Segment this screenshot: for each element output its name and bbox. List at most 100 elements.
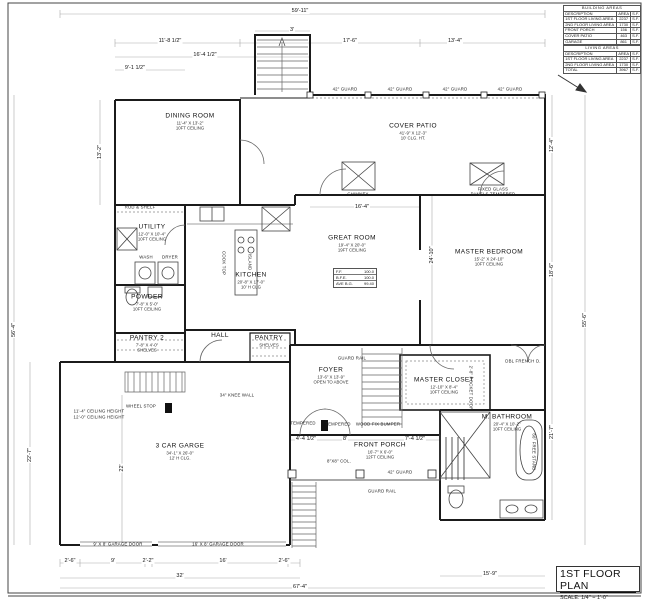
annotation-42-guard: 42" GUARD: [442, 86, 468, 92]
annotation-wheel-stop: WHEEL STOP: [126, 403, 156, 409]
room-dims: 11'-4" X 13'-2": [176, 120, 204, 126]
plan-scale: SCALE: 1/4" = 1'-0": [560, 595, 608, 600]
level-row: F.F.100.0: [334, 269, 376, 276]
room-note: 10FT CEILING: [132, 307, 162, 313]
room-name: COVER PATIO: [389, 122, 437, 130]
dimension-16-4-1-2: 16'-4 1/2": [192, 52, 218, 58]
room-note: 10FT CEILING: [492, 427, 522, 433]
room-dims: 12'-0" X 10'-4": [138, 231, 166, 237]
room-dims: 34'-1" X 26'-0": [166, 450, 194, 456]
room-name: HALL: [211, 331, 229, 339]
dimension-2-2: 2'-2": [141, 558, 155, 564]
dimension-18-6: 18'-6": [549, 261, 555, 279]
dimension-22: 22': [119, 463, 125, 473]
annotation-9-x-8-garage-door: 9' X 8' GARAGE DOOR: [93, 541, 143, 547]
dimension-55-6: 55'-6": [582, 311, 588, 329]
plan-title: 1ST FLOOR PLAN: [560, 568, 636, 593]
dimension-12-4: 12'-4": [549, 136, 555, 154]
room-dims: 7'-8" X 5'-0": [135, 301, 159, 307]
room-name: 3 CAR GARGE: [155, 442, 205, 450]
room-dims: 15'-2" X 24'-10": [474, 256, 504, 262]
room-note: 10FT CEILING: [429, 390, 459, 396]
room-dims: 16'-7" X 6'-0": [367, 449, 393, 455]
room-note: 10FT CEILING: [474, 262, 504, 268]
annotation-12-0-ceiling-height: 12'-0" CEILING HEIGHT: [73, 414, 125, 420]
annotation-8-x8-col: 8"X8" COL.: [327, 458, 351, 464]
annotation-dryer: DRYER: [162, 254, 178, 260]
garage-doors: [80, 541, 286, 548]
walls: [59, 34, 546, 546]
room-dims: 13'-6" X 13'-9": [317, 374, 345, 380]
room-dims: 20'-4" X 10'-2": [493, 421, 521, 427]
room-note: SHELVES: [137, 348, 157, 354]
level-row: AVE B.G.99.40: [336, 281, 374, 287]
annotation-42-guard: 42" GUARD: [497, 86, 523, 92]
room-name: FRONT PORCH: [354, 441, 406, 449]
shelving-dashed: [117, 97, 543, 405]
room-note: 10FT CEILING: [175, 126, 205, 132]
dimension-3: 3': [288, 27, 296, 33]
dimension-9-1-1-2: 9'-1 1/2": [123, 65, 147, 71]
room-name: PANTRY: [254, 334, 284, 342]
dimension-32: 32': [175, 573, 185, 579]
room-name: DINING ROOM: [165, 112, 215, 120]
dimension-16-4: 16'-4": [353, 204, 371, 210]
annotation-tempered: TEMPERED: [325, 421, 351, 427]
room-dims: 19'-4" X 20'-0": [338, 242, 366, 248]
room-dims: 20'-8" X 17'-0": [237, 279, 265, 285]
room-name: PANTRY 2: [129, 334, 165, 342]
dimension-7-4-1-2: 7'-4 1/2": [403, 436, 427, 442]
annotation-16-x-8-garage-door: 16' X 8' GARAGE DOOR: [192, 541, 244, 547]
room-name: MASTER BEDROOM: [454, 248, 524, 256]
room-label-hall: HALL: [211, 332, 229, 340]
room-note: OPEN TO ABOVE: [313, 380, 349, 386]
door-arcs: [164, 139, 546, 436]
annotation-chimney: CHIMNEY: [347, 191, 369, 197]
annotation-11-4-ceiling-height: 11'-4" CEILING HEIGHT: [73, 408, 125, 414]
dimension-9: 9': [109, 558, 117, 564]
room-dims: 41'-9" X 12'-3": [399, 130, 427, 136]
dimension-24-10: 24'-10": [429, 245, 435, 265]
level-row: B.F.E.100.0: [334, 275, 376, 282]
fixtures: [116, 161, 544, 519]
annotation-dbl-french-d: DBL FRENCH D.: [505, 358, 541, 364]
dimension-8: 8': [341, 436, 349, 442]
annotation-42-guard: 42" GUARD: [387, 86, 413, 92]
room-note: 12' H CLG.: [169, 456, 191, 462]
annotation-rod-shelf: ROD & SHELF: [124, 204, 156, 210]
room-name: UTILITY: [138, 223, 166, 231]
annotation-guard-rail: GUARD RAIL: [337, 355, 367, 361]
dimension-67-4: 67'-4": [291, 584, 309, 590]
room-note: 10' CLG. HT.: [400, 136, 426, 142]
room-name: GREAT ROOM: [328, 234, 376, 242]
annotation-guard-rail: GUARD RAIL: [367, 488, 397, 494]
north-arrow-icon: [557, 74, 588, 93]
room-note: 10' H CLG: [241, 285, 261, 291]
dimension-16: 16': [218, 558, 228, 564]
annotation-panels-tempered: PANELS TEMPERED: [470, 191, 516, 197]
columns: [165, 91, 546, 479]
dimension-13-2: 13'-2": [97, 143, 103, 161]
room-name: FOYER: [318, 366, 344, 374]
